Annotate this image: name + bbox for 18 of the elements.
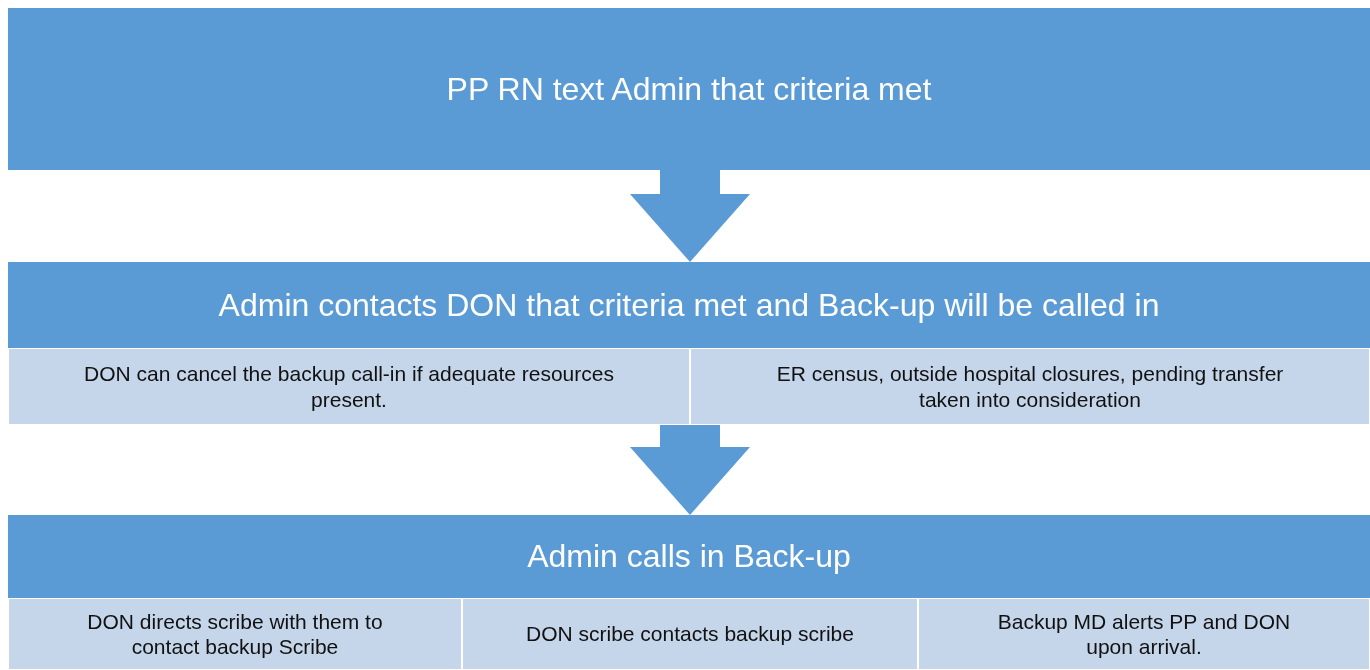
detail-box (690, 348, 1370, 425)
detail-text: DON directs scribe with them to contact backup Scribe (86, 608, 384, 660)
step-text: PP RN text Admin that criteria met (445, 69, 933, 109)
block-arrow (630, 425, 750, 515)
detail-text: ER census, outside hospital closures, pending transfer taken into consideration (775, 361, 1285, 412)
detail-box (462, 598, 918, 670)
detail-text: DON scribe contacts backup scribe (525, 621, 855, 647)
block-arrow (630, 170, 750, 262)
step-text: Admin calls in Back-up (526, 537, 852, 576)
process-band (8, 262, 1370, 425)
process-band (8, 515, 1370, 670)
step-text: Admin contacts DON that criteria met and Back-up will be called in (217, 285, 1161, 325)
detail-box (918, 598, 1370, 670)
detail-text: DON can cancel the backup call-in if adequate resources present. (83, 361, 615, 412)
detail-box (8, 598, 462, 670)
detail-text: Backup MD alerts PP and DON upon arrival. (996, 608, 1292, 660)
detail-box (8, 348, 690, 425)
process-band (8, 8, 1370, 170)
